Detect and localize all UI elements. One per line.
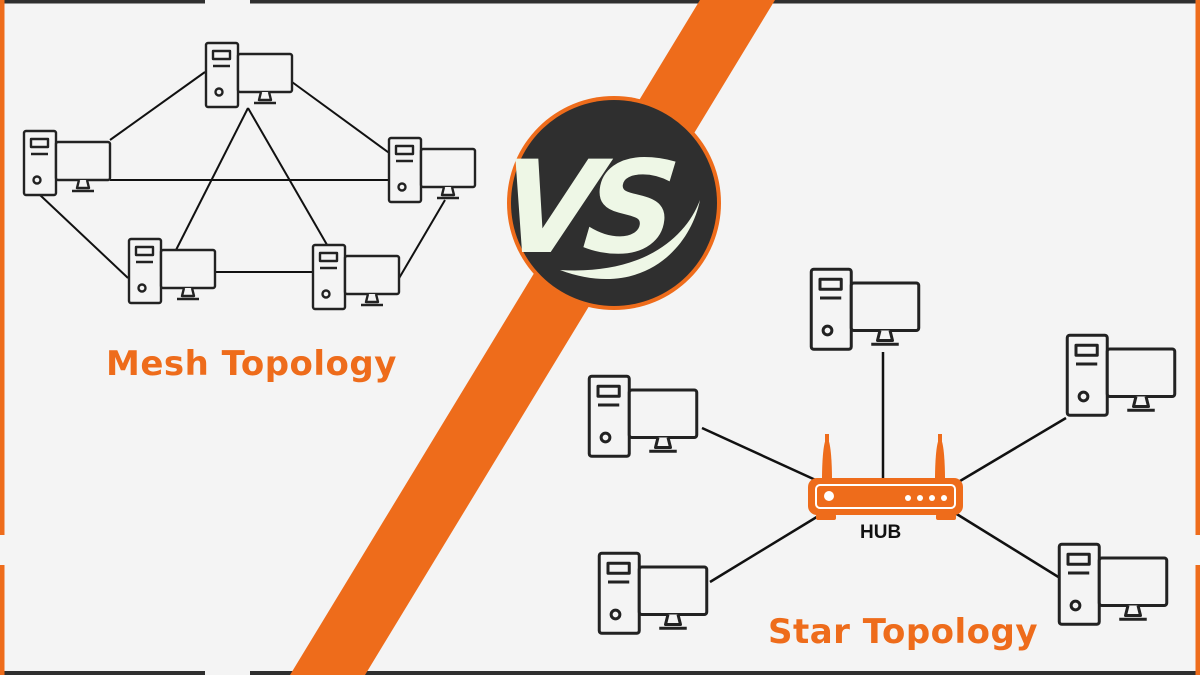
mesh-link <box>109 71 206 141</box>
mesh-link <box>291 81 393 156</box>
desktop-computer-icon <box>597 551 709 635</box>
mesh-links <box>39 71 446 281</box>
star-topology-title: Star Topology <box>768 612 1039 652</box>
desktop-computer-icon <box>1057 542 1169 626</box>
star-link <box>701 426 821 484</box>
router-body <box>808 478 963 515</box>
desktop-computer-icon <box>1065 333 1177 417</box>
mesh-link <box>397 199 446 281</box>
desktop-computer-icon <box>809 267 921 351</box>
desktop-computer-icon <box>587 374 699 458</box>
computers <box>22 41 1177 635</box>
vs-badge: VS <box>493 96 721 310</box>
desktop-computer-icon <box>311 243 401 311</box>
star-link <box>709 513 821 584</box>
star-links <box>701 352 1067 584</box>
router-icon <box>808 434 963 520</box>
mesh-link <box>39 194 129 279</box>
desktop-computer-icon <box>127 237 217 305</box>
desktop-computer-icon <box>387 136 477 204</box>
desktop-computer-icon <box>22 129 112 197</box>
star-link <box>954 416 1067 486</box>
desktop-computer-icon <box>204 41 294 109</box>
star-link <box>954 511 1061 580</box>
hub-label: HUB <box>860 522 902 543</box>
mesh-topology-title: Mesh Topology <box>106 344 397 384</box>
vs-text: VS <box>493 134 679 283</box>
